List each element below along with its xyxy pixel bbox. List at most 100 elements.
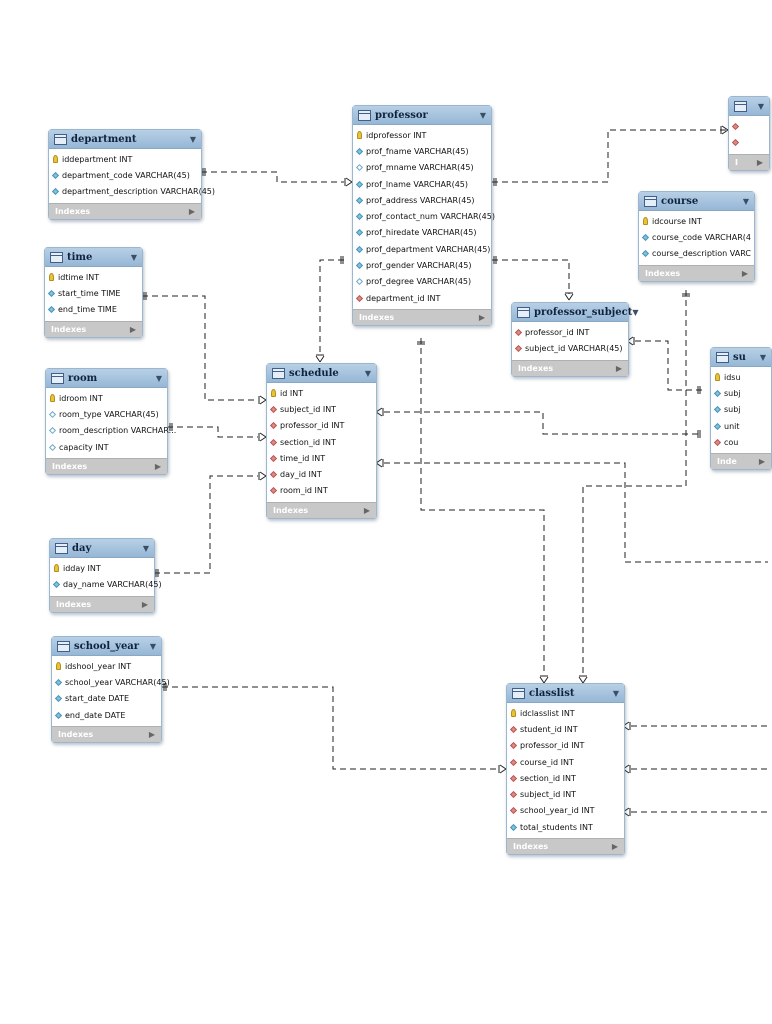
column-row[interactable]: day_name VARCHAR(45) bbox=[50, 576, 162, 592]
column-row[interactable]: section_id INT bbox=[507, 770, 624, 786]
indexes-footer[interactable]: Indexes▶ bbox=[50, 595, 154, 612]
table-header[interactable]: room▼ bbox=[46, 369, 167, 388]
expand-arrow-icon[interactable]: ▶ bbox=[478, 313, 485, 323]
collapse-arrow-icon[interactable]: ▼ bbox=[757, 101, 764, 111]
indexes-footer[interactable]: Indexes▶ bbox=[45, 320, 142, 337]
expand-arrow-icon[interactable]: ▶ bbox=[363, 506, 370, 516]
column-row[interactable]: cou bbox=[711, 434, 771, 450]
indexes-footer[interactable]: Indexes▶ bbox=[353, 309, 491, 326]
column-row[interactable]: day_id INT bbox=[267, 466, 376, 482]
column-row[interactable]: prof_degree VARCHAR(45) bbox=[353, 274, 491, 290]
collapse-arrow-icon[interactable]: ▼ bbox=[130, 252, 137, 262]
indexes-footer[interactable]: Indexes▶ bbox=[49, 202, 201, 219]
column-row[interactable]: start_time TIME bbox=[45, 285, 142, 301]
collapse-arrow-icon[interactable]: ▼ bbox=[759, 352, 766, 362]
column-row[interactable]: room_type VARCHAR(45) bbox=[46, 406, 167, 422]
column-row[interactable]: idtime INT bbox=[45, 269, 142, 285]
column-row[interactable]: professor_id INT bbox=[507, 738, 624, 754]
column-row[interactable]: idday INT bbox=[50, 560, 154, 576]
column-row[interactable]: school_year_id INT bbox=[507, 803, 624, 819]
column-row[interactable]: student_id INT bbox=[507, 721, 624, 737]
collapse-arrow-icon[interactable]: ▼ bbox=[632, 307, 639, 317]
table-header[interactable]: time▼ bbox=[45, 248, 142, 267]
column-row[interactable]: subject_id INT bbox=[267, 401, 376, 417]
column-row[interactable]: prof_address VARCHAR(45) bbox=[353, 192, 491, 208]
expand-arrow-icon[interactable]: ▶ bbox=[188, 206, 195, 216]
column-row[interactable]: total_students INT bbox=[507, 819, 624, 835]
indexes-footer[interactable]: Indexes▶ bbox=[267, 502, 376, 519]
collapse-arrow-icon[interactable]: ▼ bbox=[612, 688, 619, 698]
indexes-footer[interactable]: Indexes▶ bbox=[52, 726, 161, 743]
column-row[interactable] bbox=[729, 118, 769, 134]
column-row[interactable]: iddepartment INT bbox=[49, 151, 201, 167]
table-header[interactable]: professor_subject▼ bbox=[512, 303, 639, 322]
column-row[interactable]: prof_fname VARCHAR(45) bbox=[353, 143, 491, 159]
column-row[interactable]: department_description VARCHAR(45) bbox=[49, 184, 215, 200]
expand-arrow-icon[interactable]: ▶ bbox=[615, 363, 622, 373]
column-row[interactable]: unit bbox=[711, 418, 771, 434]
column-row[interactable]: subj bbox=[711, 402, 771, 418]
indexes-footer[interactable]: Inde▶ bbox=[711, 453, 771, 470]
column-row[interactable]: school_year VARCHAR(45) bbox=[52, 674, 170, 690]
column-row[interactable]: prof_gender VARCHAR(45) bbox=[353, 257, 491, 273]
column-row[interactable]: end_time TIME bbox=[45, 302, 142, 318]
column-row[interactable]: idshool_year INT bbox=[52, 658, 161, 674]
column-row[interactable]: subj bbox=[711, 385, 771, 401]
collapse-arrow-icon[interactable]: ▼ bbox=[189, 134, 196, 144]
column-row[interactable]: department_id INT bbox=[353, 290, 491, 306]
column-row[interactable]: section_id INT bbox=[267, 434, 376, 450]
expand-arrow-icon[interactable]: ▶ bbox=[756, 157, 763, 167]
column-row[interactable]: professor_id INT bbox=[267, 418, 376, 434]
column-row[interactable]: prof_department VARCHAR(45) bbox=[353, 241, 491, 257]
column-row[interactable]: prof_mname VARCHAR(45) bbox=[353, 160, 491, 176]
indexes-footer[interactable]: Indexes▶ bbox=[639, 264, 754, 281]
column-row[interactable]: time_id INT bbox=[267, 450, 376, 466]
collapse-arrow-icon[interactable]: ▼ bbox=[364, 368, 371, 378]
column-row[interactable]: idprofessor INT bbox=[353, 127, 491, 143]
column-row[interactable]: idclasslist INT bbox=[507, 705, 624, 721]
table-header[interactable]: schedule▼ bbox=[267, 364, 376, 383]
table-header[interactable]: day▼ bbox=[50, 539, 154, 558]
column-row[interactable]: subject_id INT bbox=[507, 786, 624, 802]
collapse-arrow-icon[interactable]: ▼ bbox=[149, 641, 156, 651]
column-row[interactable]: end_date DATE bbox=[52, 707, 161, 723]
expand-arrow-icon[interactable]: ▶ bbox=[154, 462, 161, 472]
collapse-arrow-icon[interactable]: ▼ bbox=[155, 373, 162, 383]
column-row[interactable]: prof_hiredate VARCHAR(45) bbox=[353, 225, 491, 241]
column-row[interactable]: idroom INT bbox=[46, 390, 167, 406]
expand-arrow-icon[interactable]: ▶ bbox=[611, 842, 618, 852]
expand-arrow-icon[interactable]: ▶ bbox=[129, 324, 136, 334]
expand-arrow-icon[interactable]: ▶ bbox=[141, 599, 148, 609]
column-row[interactable]: room_description VARCHAR... bbox=[46, 423, 176, 439]
column-row[interactable]: department_code VARCHAR(45) bbox=[49, 167, 201, 183]
expand-arrow-icon[interactable]: ▶ bbox=[148, 730, 155, 740]
collapse-arrow-icon[interactable]: ▼ bbox=[479, 110, 486, 120]
indexes-footer[interactable]: Indexes▶ bbox=[46, 458, 167, 475]
column-row[interactable]: prof_contact_num VARCHAR(45) bbox=[353, 208, 495, 224]
table-offscreen-top[interactable]: ▼I▶ bbox=[728, 96, 770, 171]
column-row[interactable]: course_id INT bbox=[507, 754, 624, 770]
expand-arrow-icon[interactable]: ▶ bbox=[741, 268, 748, 278]
column-row[interactable]: start_date DATE bbox=[52, 691, 161, 707]
column-row[interactable]: id INT bbox=[267, 385, 376, 401]
column-row[interactable]: course_code VARCHAR(4 bbox=[639, 229, 754, 245]
column-row[interactable]: idsu bbox=[711, 369, 771, 385]
table-header[interactable]: course▼ bbox=[639, 192, 754, 211]
column-row[interactable] bbox=[729, 134, 769, 150]
table-header[interactable]: ▼ bbox=[729, 97, 769, 116]
column-row[interactable]: capacity INT bbox=[46, 439, 167, 455]
column-row[interactable]: professor_id INT bbox=[512, 324, 628, 340]
column-row[interactable]: subject_id VARCHAR(45) bbox=[512, 340, 628, 356]
collapse-arrow-icon[interactable]: ▼ bbox=[142, 543, 149, 553]
column-row[interactable]: prof_lname VARCHAR(45) bbox=[353, 176, 491, 192]
